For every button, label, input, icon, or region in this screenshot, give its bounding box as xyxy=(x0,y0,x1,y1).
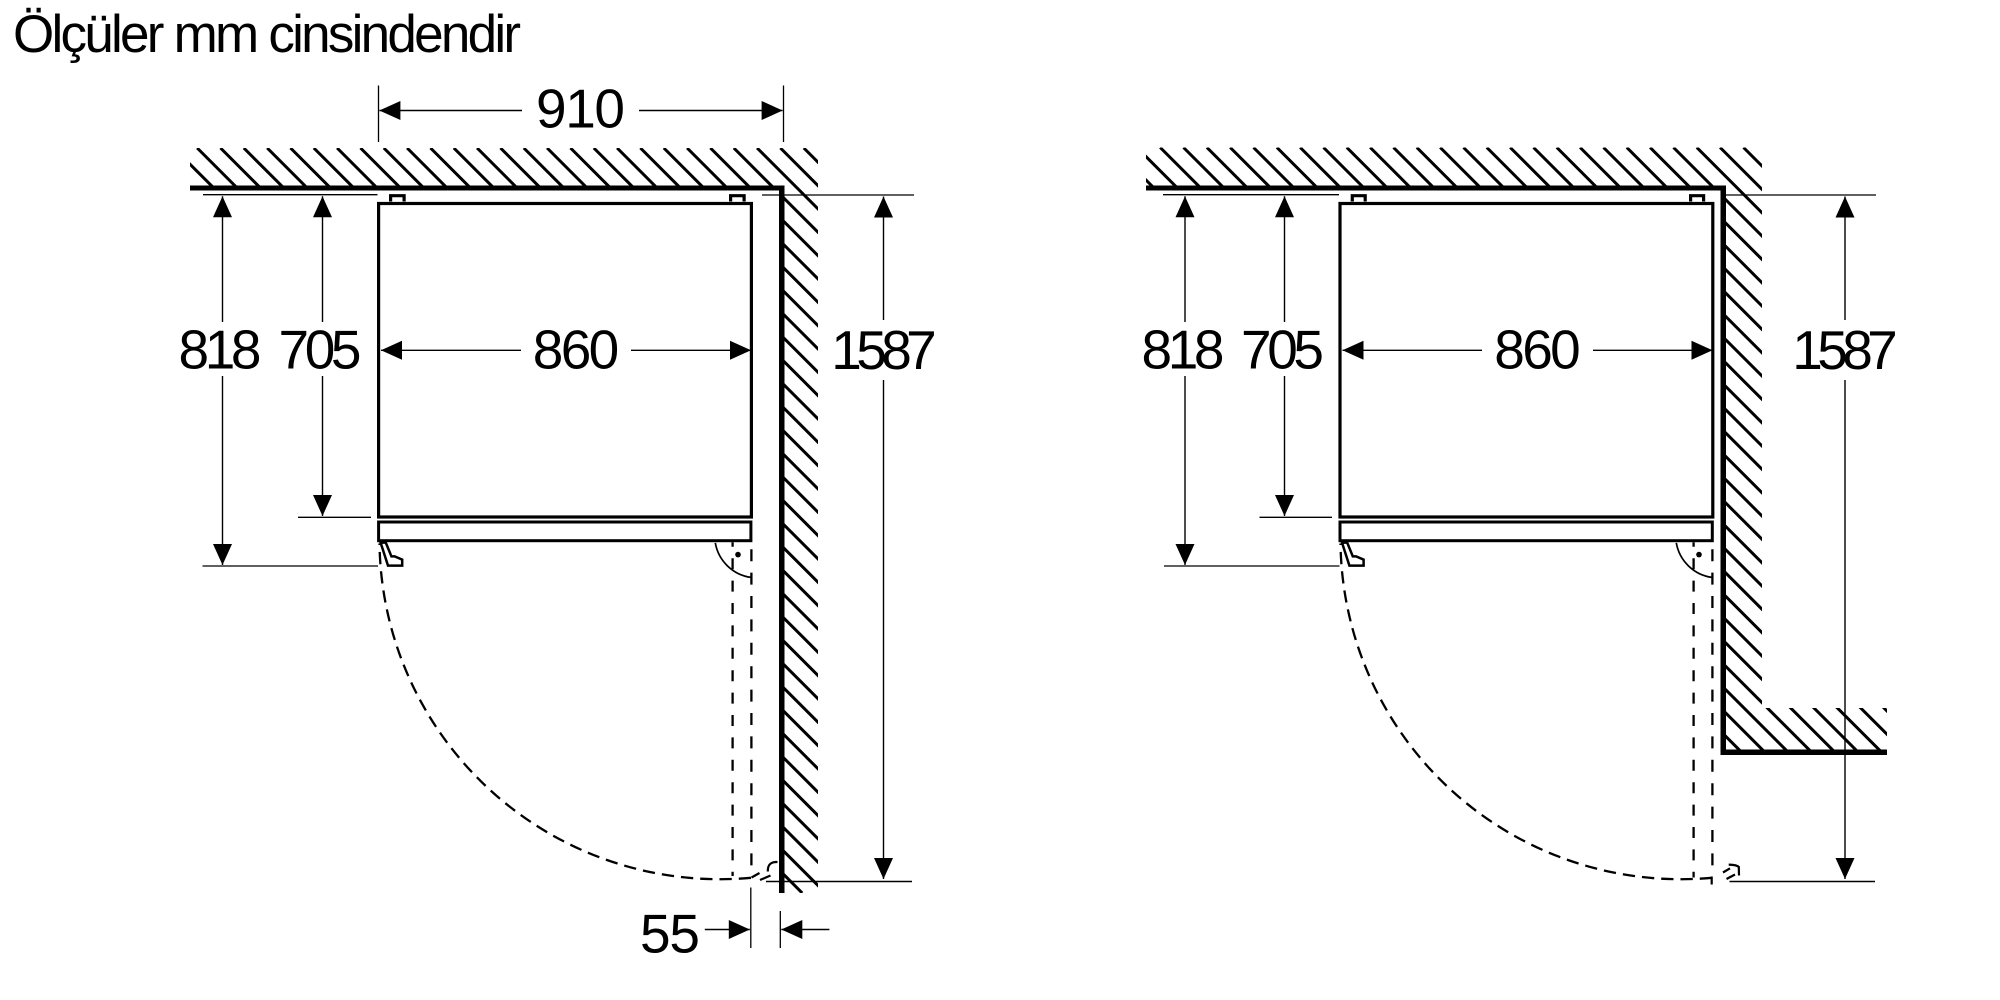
svg-text:1587: 1587 xyxy=(831,319,937,381)
svg-text:705: 705 xyxy=(279,319,362,381)
svg-text:818: 818 xyxy=(179,319,262,381)
svg-text:Ölçüler mm cinsindendir: Ölçüler mm cinsindendir xyxy=(13,5,521,64)
svg-text:705: 705 xyxy=(1241,319,1324,381)
svg-text:860: 860 xyxy=(1494,319,1581,381)
svg-text:910: 910 xyxy=(536,78,625,140)
svg-text:55: 55 xyxy=(640,903,700,965)
svg-text:860: 860 xyxy=(533,319,620,381)
svg-text:1587: 1587 xyxy=(1792,319,1898,381)
svg-text:818: 818 xyxy=(1142,319,1225,381)
